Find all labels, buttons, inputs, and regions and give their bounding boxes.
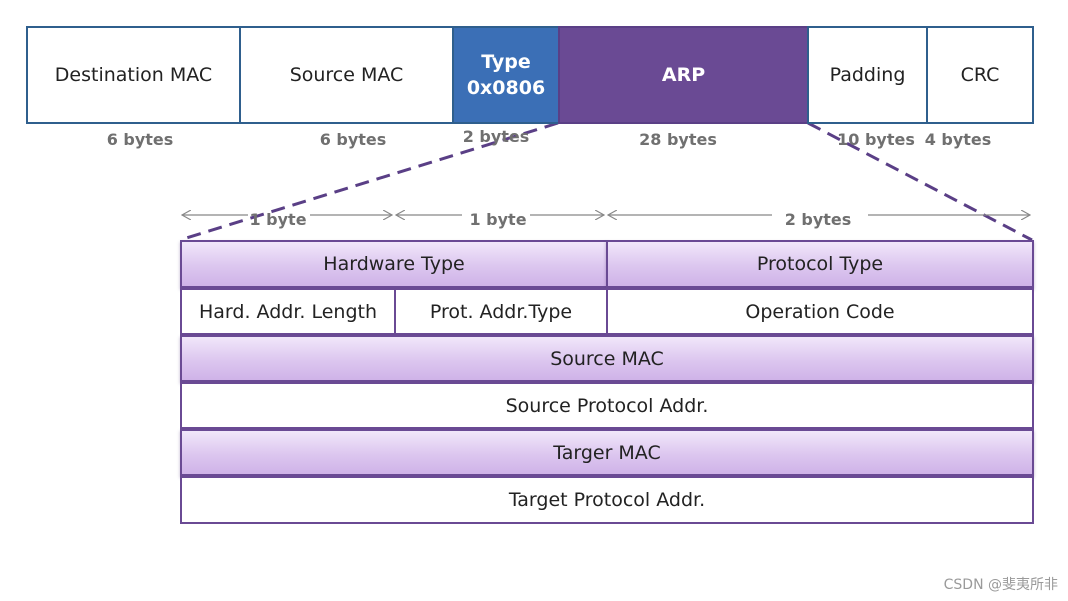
field-padding: Padding <box>807 26 928 124</box>
zoom-line-right <box>807 121 1033 242</box>
row-protocol-type: Protocol Type <box>606 240 1034 288</box>
row-target-protocol-addr-label: Target Protocol Addr. <box>508 489 706 511</box>
row-target-mac: Targer MAC <box>180 429 1034 476</box>
row-prot-addr-type: Prot. Addr.Type <box>394 288 608 335</box>
row-hardware-type: Hardware Type <box>180 240 608 288</box>
field-padding-label: Padding <box>829 64 906 86</box>
field-source-mac: Source MAC <box>239 26 454 124</box>
row-hardware-type-label: Hardware Type <box>323 253 465 275</box>
field-crc: CRC <box>926 26 1034 124</box>
width-marker-operation: 2 bytes <box>784 210 852 229</box>
row-source-protocol-addr: Source Protocol Addr. <box>180 382 1034 429</box>
row-hard-addr-length-label: Hard. Addr. Length <box>198 300 377 323</box>
row-target-protocol-addr: Target Protocol Addr. <box>180 476 1034 524</box>
field-crc-label: CRC <box>960 64 1000 86</box>
field-source-mac-label: Source MAC <box>289 64 404 86</box>
row-hard-addr-length: Hard. Addr. Length <box>180 288 396 335</box>
field-type-label: Type <box>481 51 531 73</box>
row-protocol-type-label: Protocol Type <box>756 253 884 275</box>
field-arp-label: ARP <box>661 64 706 86</box>
row-target-mac-label: Targer MAC <box>553 441 661 464</box>
size-source-mac: 6 bytes <box>319 130 387 149</box>
row-source-protocol-addr-label: Source Protocol Addr. <box>505 394 709 417</box>
size-type: 2 bytes <box>462 127 530 146</box>
width-marker-prot-addr: 1 byte <box>469 210 527 229</box>
row-source-mac: Source MAC <box>180 335 1034 382</box>
size-crc: 4 bytes <box>924 130 992 149</box>
field-type-value: 0x0806 <box>466 77 546 99</box>
row-operation-code: Operation Code <box>606 288 1034 335</box>
row-operation-code-label: Operation Code <box>745 300 895 323</box>
field-destination-mac: Destination MAC <box>26 26 241 124</box>
size-destination-mac: 6 bytes <box>106 130 174 149</box>
width-marker-hard-addr: 1 byte <box>249 210 307 229</box>
row-prot-addr-type-label: Prot. Addr.Type <box>429 300 573 323</box>
row-source-mac-label: Source MAC <box>550 347 664 370</box>
watermark: CSDN @斐夷所非 <box>943 577 1058 593</box>
size-arp: 28 bytes <box>639 130 717 149</box>
field-destination-mac-label: Destination MAC <box>54 64 213 86</box>
field-arp: ARP <box>558 26 809 124</box>
field-type: Type 0x0806 <box>452 26 560 124</box>
size-padding: 10 bytes <box>837 130 915 149</box>
